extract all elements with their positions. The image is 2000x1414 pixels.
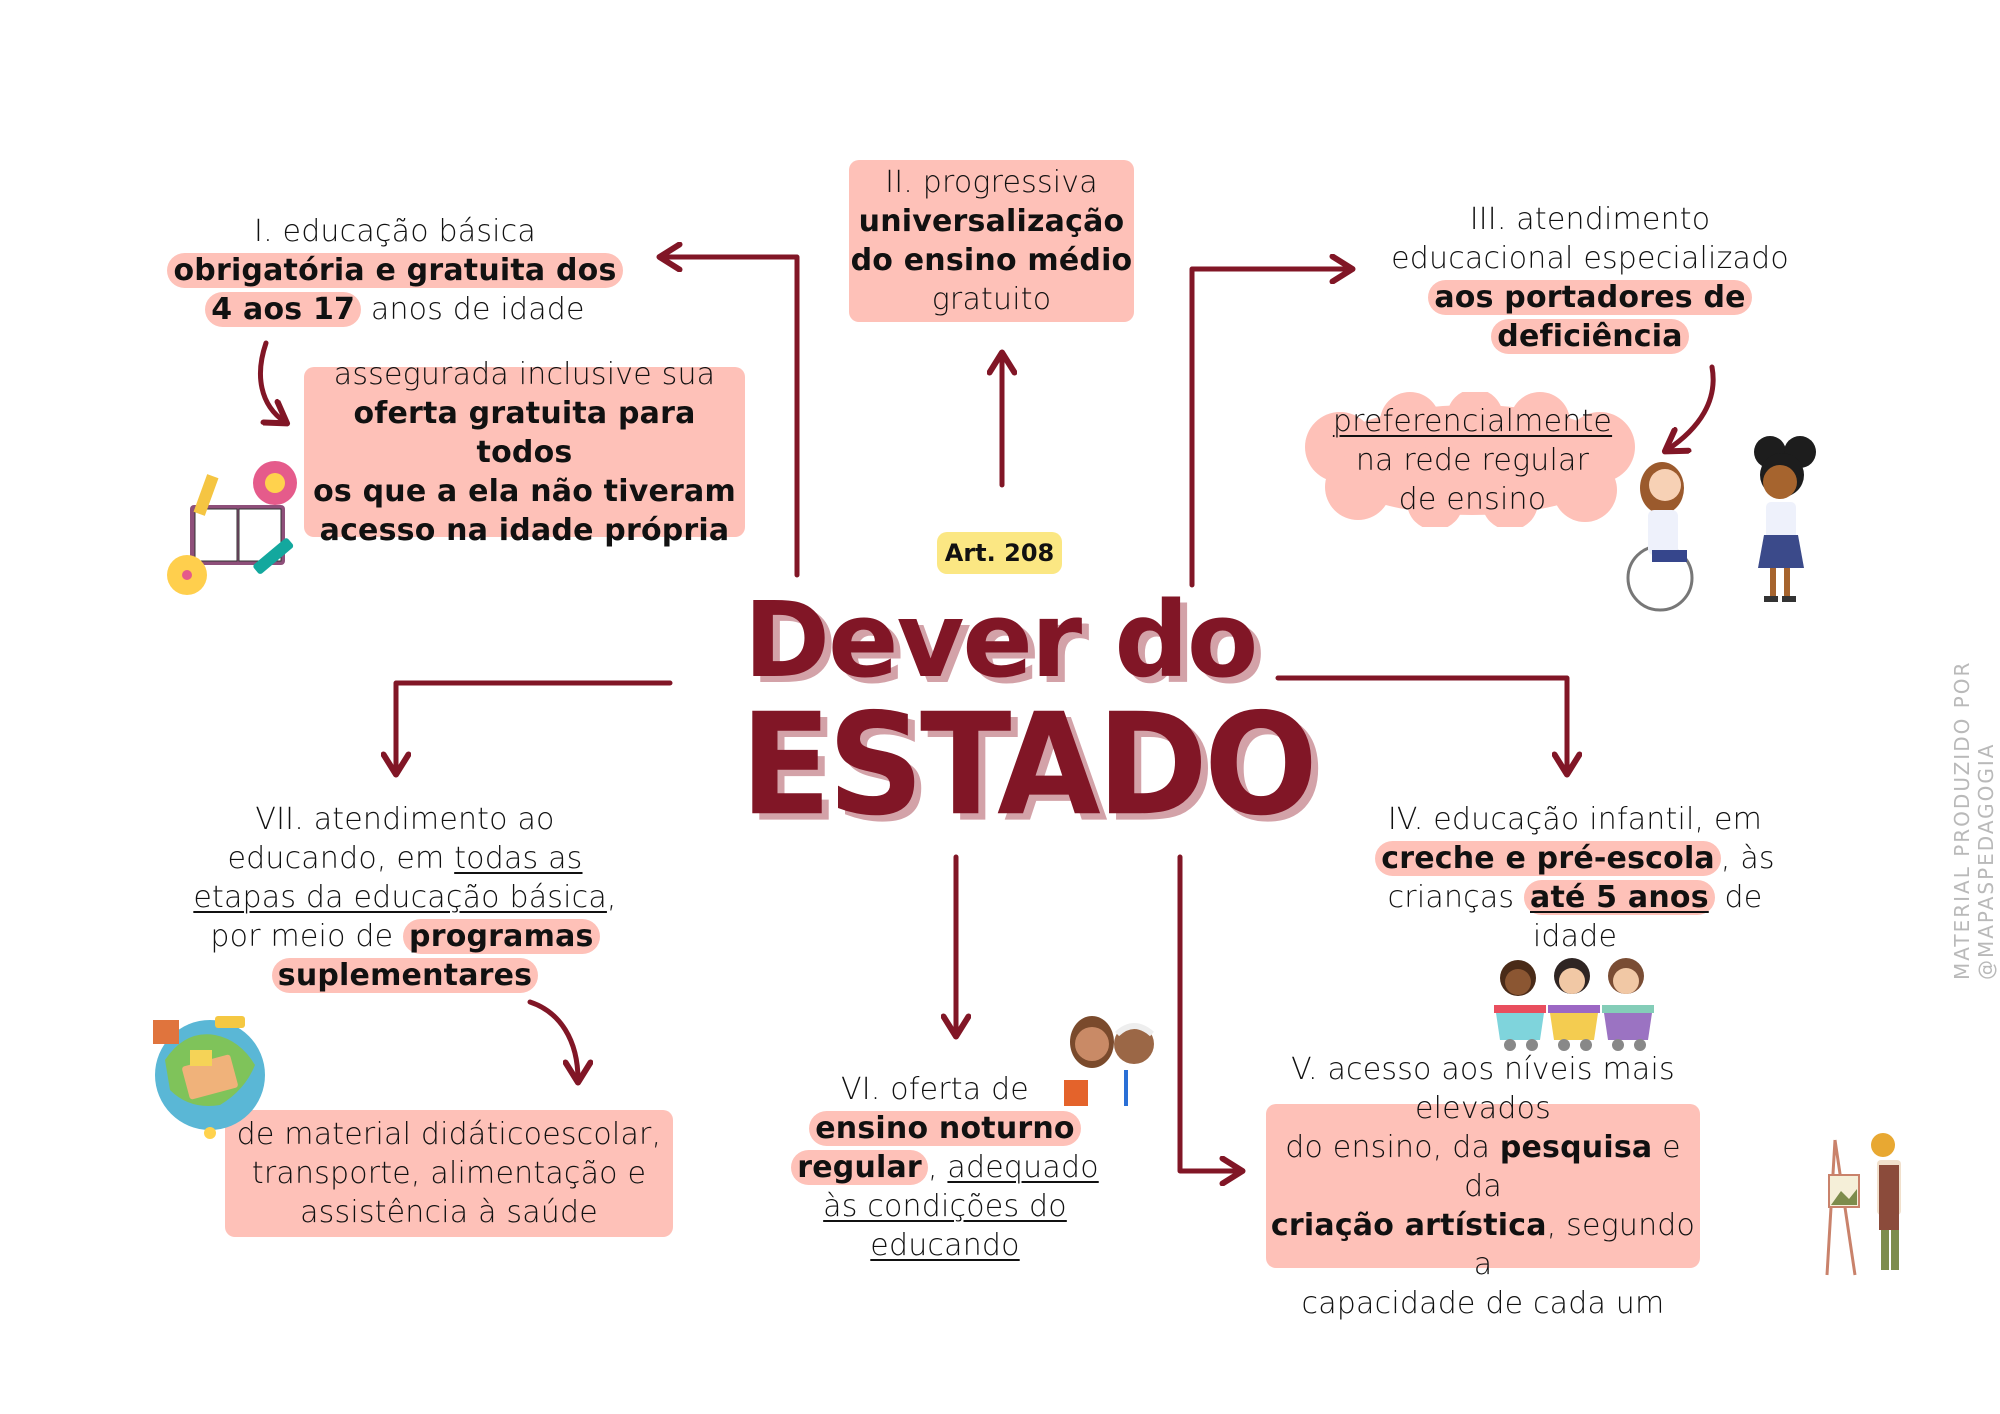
item-iii-highlight: aos portadores de <box>1428 280 1752 315</box>
item-vii-text: VII. atendimento ao educando, em todas a… <box>193 802 617 993</box>
curved-arrow-item-i <box>258 340 285 422</box>
title-line1: Dever do <box>743 579 1259 701</box>
title-line2: ESTADO <box>740 683 1318 847</box>
item-vii-detail-box: de material didáticoescolar, transporte,… <box>225 1110 673 1237</box>
item-iii-cloud: preferencialmente na rede regular de ens… <box>1300 392 1645 527</box>
arrow-to-item-v <box>1177 854 1240 1171</box>
item-ii-box: II. progressiva universalização do ensin… <box>849 160 1134 322</box>
item-i-line1: I. educação básica <box>254 214 536 249</box>
item-v-box: V. acesso aos níveis mais elevados do en… <box>1266 1052 1700 1321</box>
arrow-to-item-iv <box>1275 675 1567 772</box>
curved-arrow-item-vii <box>527 999 578 1080</box>
arrow-to-item-i <box>662 257 800 578</box>
item-vi-text: VI. oferta de ensino noturno regular, ad… <box>775 1070 1115 1265</box>
item-vii-highlight: programas <box>403 919 600 954</box>
item-iv-text: IV. educação infantil, em creche e pré-e… <box>1340 800 1810 956</box>
item-iv-highlight: creche e pré-escola <box>1375 841 1721 876</box>
item-i-detail-box: assegurada inclusive sua oferta gratuita… <box>304 357 745 548</box>
item-vi-highlight: ensino noturno <box>809 1111 1081 1146</box>
article-badge: Art. 208 <box>937 532 1062 574</box>
globe-school-illustration <box>153 1016 265 1139</box>
painter-at-easel-illustration <box>1825 1133 1901 1276</box>
adult-students-illustration <box>1064 1016 1157 1106</box>
item-i-highlight: obrigatória e gratuita dos <box>167 253 623 288</box>
books-and-ideas-illustration <box>167 461 297 595</box>
item-i-text: I. educação básica obrigatória e gratuit… <box>160 212 630 329</box>
curved-arrow-item-iii <box>1667 364 1716 450</box>
arrow-to-item-iii <box>1189 269 1350 588</box>
item-iv-age-highlight: até 5 anos <box>1524 880 1715 915</box>
item-i-age-highlight: 4 aos 17 <box>205 292 362 327</box>
children-wheelchair-illustration <box>1626 436 1816 612</box>
watermark: MATERIAL PRODUZIDO POR @MAPASPEDAGOGIA <box>1950 660 1998 980</box>
arrow-to-item-vii <box>396 680 673 772</box>
item-iii-text: III. atendimento educacional especializa… <box>1391 202 1789 354</box>
children-in-train-illustration <box>1494 958 1654 1051</box>
